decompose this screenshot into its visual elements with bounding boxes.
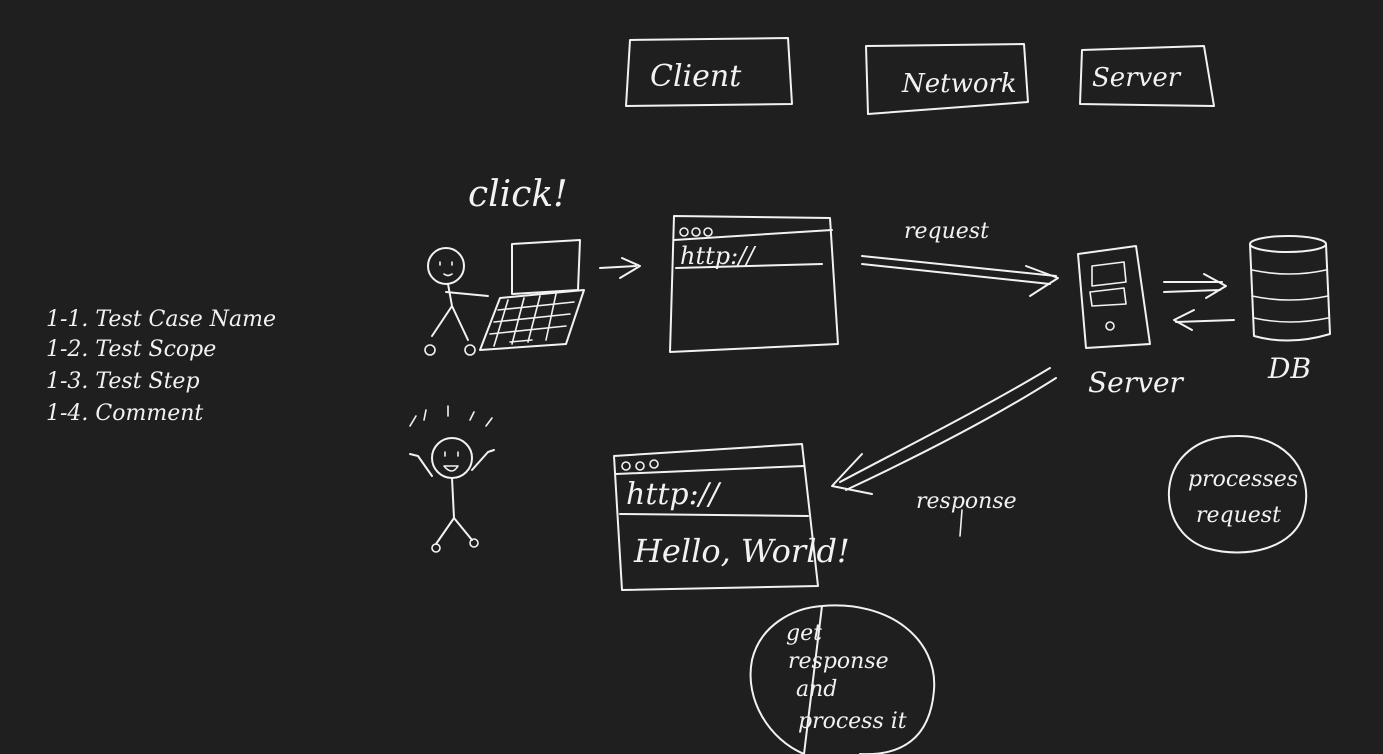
network-box: Network (865, 43, 1029, 115)
happy-user-figure (409, 405, 495, 553)
server-box-label: Server (1092, 63, 1182, 93)
server-icon: Server (1077, 245, 1185, 399)
client-note-bubble: get response and process it (749, 604, 936, 754)
click-text: click! (468, 174, 568, 215)
request-label: request (904, 219, 989, 244)
server-label: Server (1088, 366, 1185, 399)
browser-window-request: http:// (669, 215, 839, 353)
server-box: Server (1079, 45, 1215, 107)
test-list-item: 1-1. Test Case Name (46, 307, 276, 332)
response-url-text: http:// (626, 477, 722, 512)
network-box-label: Network (901, 69, 1017, 99)
request-url-text: http:// (680, 242, 757, 270)
client-note-line: response (788, 649, 889, 674)
server-note-line: processes (1188, 467, 1298, 492)
test-list-item: 1-2. Test Scope (46, 337, 216, 362)
server-note-line: request (1196, 503, 1281, 528)
test-list-item: 1-3. Test Step (46, 369, 200, 394)
browser-window-response: http:// Hello, World! (613, 443, 850, 591)
client-note-line: get (786, 621, 822, 646)
database-icon: DB (1249, 235, 1331, 385)
db-label: DB (1267, 352, 1311, 385)
server-note-bubble: processes request (1167, 435, 1308, 554)
response-arrow: response (831, 367, 1057, 537)
response-content-text: Hello, World! (633, 532, 850, 570)
client-box-label: Client (650, 59, 742, 94)
user-at-laptop-figure (424, 239, 641, 356)
request-arrow: request (861, 219, 1059, 297)
test-list-item: 1-4. Comment (46, 401, 203, 426)
client-box: Client (625, 37, 793, 107)
client-note-line: process it (798, 709, 907, 734)
response-label: response (916, 489, 1017, 514)
test-list: 1-1. Test Case Name 1-2. Test Scope 1-3.… (46, 307, 276, 426)
server-db-arrows (1163, 273, 1235, 331)
client-note-line: and (796, 677, 837, 702)
